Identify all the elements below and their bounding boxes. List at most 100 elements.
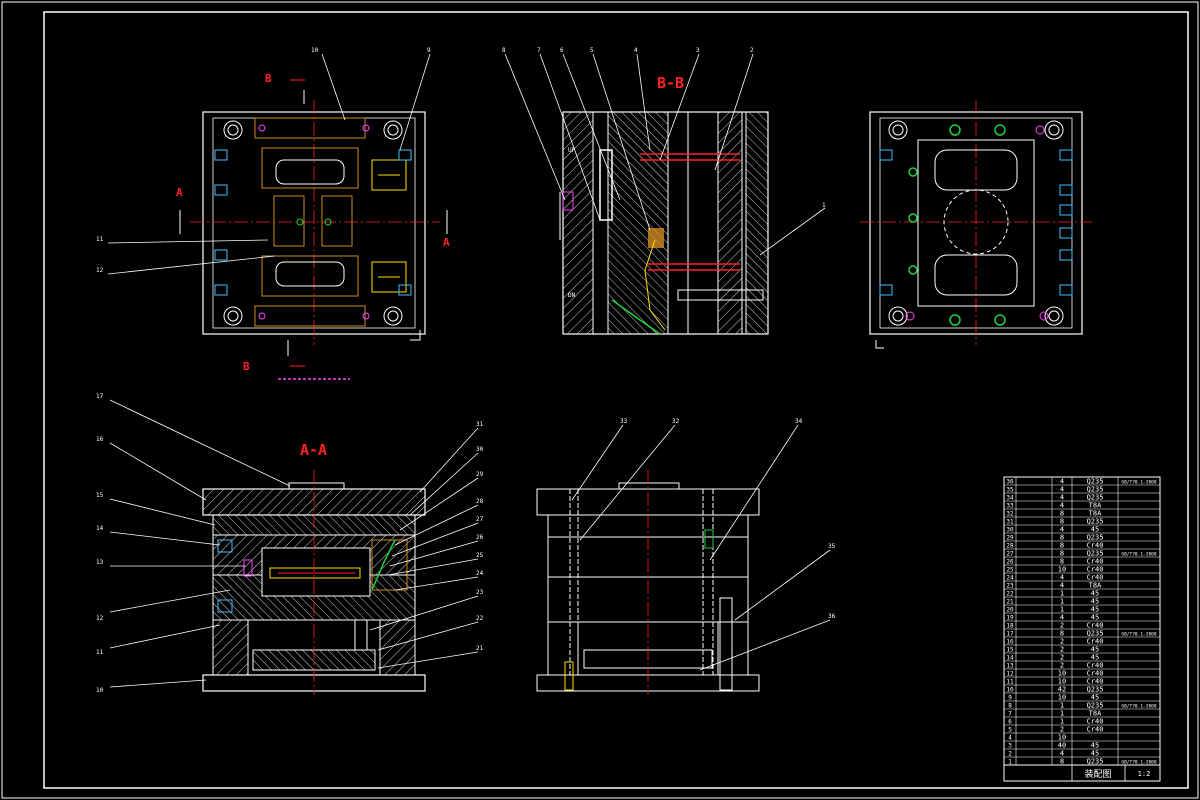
callout-aa-30: 30: [476, 446, 484, 453]
bom-cell-no: 16: [1006, 639, 1014, 646]
bom-cell-qty: 42: [1058, 686, 1066, 694]
bom-cell-qty: 1: [1060, 590, 1064, 598]
bom-cell-no: 26: [1006, 559, 1014, 566]
bom-cell-mat: T8A: [1089, 502, 1102, 510]
bom-cell-qty: 1: [1060, 710, 1064, 718]
moving-half-plan-view: [860, 100, 1092, 349]
bom-cell-mat: Q235: [1087, 486, 1104, 494]
callout-top-11: 11: [96, 236, 104, 243]
bom-cell-no: 5: [1008, 727, 1012, 734]
bom-cell-no: 30: [1006, 527, 1014, 534]
callout-top-10: 10: [311, 47, 319, 54]
bom-cell-mat: Q235: [1087, 534, 1104, 542]
bom-cell-qty: 10: [1058, 678, 1066, 686]
bom-cell-no: 33: [1006, 503, 1014, 510]
bom-cell-mat: Q235: [1087, 758, 1104, 766]
bom-cell-qty: 2: [1060, 646, 1064, 654]
section-label-aa: A-A: [300, 441, 327, 459]
bom-cell-qty: 2: [1060, 638, 1064, 646]
bom-cell-mat: T8A: [1089, 710, 1102, 718]
bom-cell-mat: 45: [1091, 598, 1099, 606]
bom-cell-no: 32: [1006, 511, 1014, 518]
bom-cell-qty: 40: [1058, 742, 1066, 750]
bom-cell-std: GB/T70.1-2000: [1121, 704, 1157, 710]
bom-cell-qty: 8: [1060, 510, 1064, 518]
bom-cell-qty: 4: [1060, 526, 1064, 534]
bom-cell-no: 13: [1006, 663, 1014, 670]
bom-cell-mat: Q235: [1087, 630, 1104, 638]
bom-cell-std: GB/T70.1-2000: [1121, 480, 1157, 486]
bom-cell-no: 12: [1006, 671, 1014, 678]
callout-aa-21: 21: [476, 645, 484, 652]
callout-aa-22: 22: [476, 615, 484, 622]
bom-cell-qty: 4: [1060, 750, 1064, 758]
bom-cell-mat: Cr40: [1087, 622, 1104, 630]
bom-cell-mat: Q235: [1087, 494, 1104, 502]
bom-cell-qty: 4: [1060, 486, 1064, 494]
bom-cell-mat: Cr40: [1087, 718, 1104, 726]
bom-cell-qty: 4: [1060, 574, 1064, 582]
bom-cell-no: 19: [1006, 615, 1014, 622]
callout-side-33: 33: [620, 418, 628, 425]
section-aa-view: [202, 470, 426, 695]
section-label-a-left: A: [176, 186, 183, 199]
callout-aa-28: 28: [476, 498, 484, 505]
callout-aa-left-16: 16: [96, 436, 104, 443]
bom-cell-qty: 8: [1060, 518, 1064, 526]
bom-cell-no: 23: [1006, 583, 1014, 590]
bom-cell-qty: 10: [1058, 670, 1066, 678]
callout-aa-24: 24: [476, 570, 484, 577]
bom-cell-qty: 2: [1060, 622, 1064, 630]
top-view-callouts: [107, 53, 431, 275]
callout-bb-2: 2: [750, 47, 754, 54]
side-callout-leaders: [571, 424, 831, 671]
bom-cell-no: 27: [1006, 551, 1014, 558]
bom-cell-std: GB/T70.1-2000: [1121, 552, 1157, 558]
bom-cell-no: 35: [1006, 487, 1014, 494]
callout-aa-29: 29: [476, 471, 484, 478]
bom-cell-qty: 1: [1060, 606, 1064, 614]
bom-cell-mat: Cr40: [1087, 558, 1104, 566]
bom-cell-no: 31: [1006, 519, 1014, 526]
bom-cell-mat: Cr40: [1087, 662, 1104, 670]
callout-side-35: 35: [828, 543, 836, 550]
bom-cell-mat: 45: [1091, 526, 1099, 534]
bom-cell-no: 4: [1008, 735, 1012, 742]
bom-cell-no: 29: [1006, 535, 1014, 542]
bom-cell-mat: 45: [1091, 654, 1099, 662]
callout-side-34: 34: [795, 418, 803, 425]
callout-aa-25: 25: [476, 552, 484, 559]
bom-cell-mat: Cr40: [1087, 638, 1104, 646]
callout-bb-1: 1: [822, 202, 826, 209]
bom-cell-mat: Cr40: [1087, 726, 1104, 734]
bom-cell-mat: Q235: [1087, 478, 1104, 486]
callout-bb-7: 7: [537, 47, 541, 54]
bom-cell-no: 15: [1006, 647, 1014, 654]
bom-cell-qty: 4: [1060, 478, 1064, 486]
bom-cell-no: 8: [1008, 703, 1012, 710]
bom-cell-qty: 1: [1060, 702, 1064, 710]
callout-aa-31: 31: [476, 421, 484, 428]
svg-text:DN: DN: [568, 292, 576, 299]
bom-cell-qty: 4: [1060, 614, 1064, 622]
bom-cell-std: GB/T70.1-2000: [1121, 632, 1157, 638]
bom-cell-no: 34: [1006, 495, 1014, 502]
section-label-bb: B-B: [657, 74, 684, 92]
callout-bb-8: 8: [502, 47, 506, 54]
callout-aa-left-11: 11: [96, 649, 104, 656]
bom-cell-no: 17: [1006, 631, 1014, 638]
bom-cell-no: 25: [1006, 567, 1014, 574]
bom-cell-mat: Cr40: [1087, 542, 1104, 550]
bom-cell-qty: 10: [1058, 694, 1066, 702]
bom-cell-mat: 45: [1091, 694, 1099, 702]
bom-cell-no: 9: [1008, 695, 1012, 702]
bom-cell-mat: Q235: [1087, 550, 1104, 558]
bom-cell-no: 11: [1006, 679, 1014, 686]
svg-text:UP: UP: [568, 147, 576, 154]
bom-cell-no: 2: [1008, 751, 1012, 758]
bom-cell-mat: 45: [1091, 590, 1099, 598]
bom-cell-mat: Cr40: [1087, 678, 1104, 686]
bom-cell-qty: 8: [1060, 550, 1064, 558]
